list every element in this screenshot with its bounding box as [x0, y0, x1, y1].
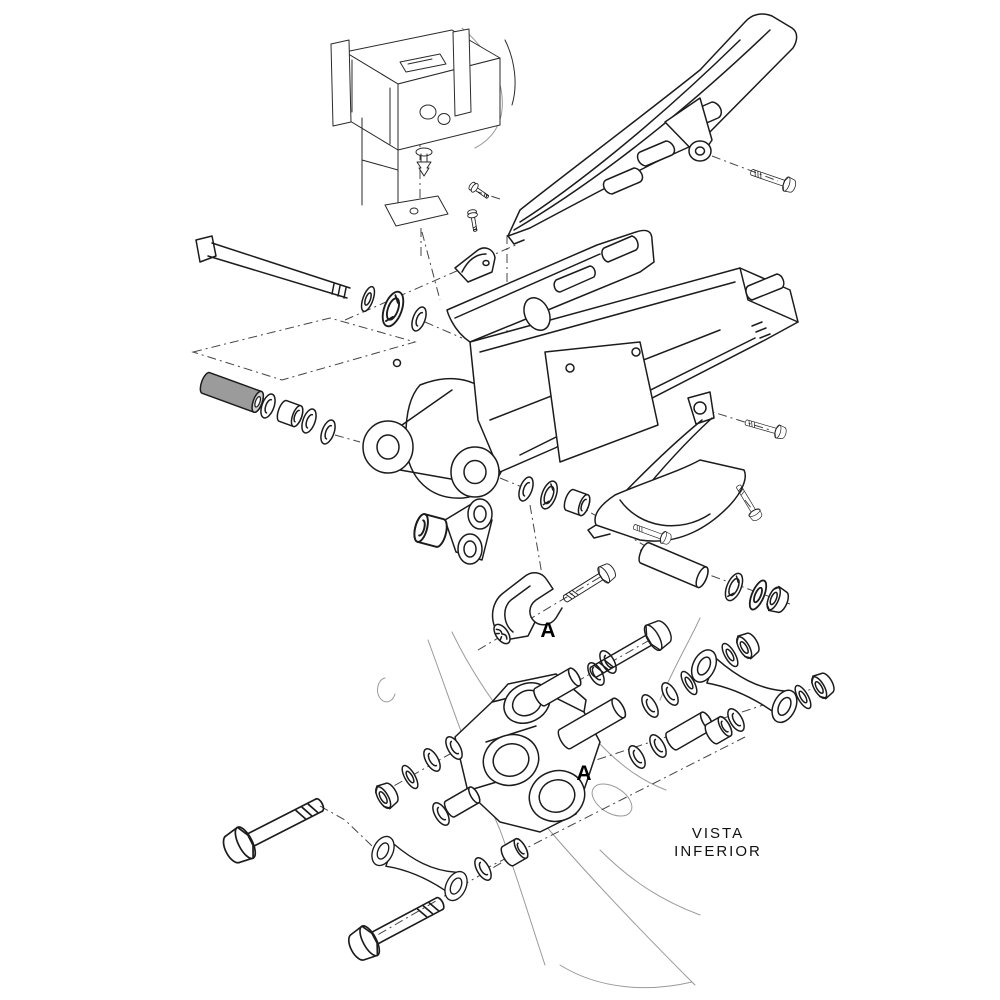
chain-slider	[587, 391, 746, 542]
pivot-bolt	[195, 235, 351, 299]
view-caption: VISTA INFERIOR	[674, 825, 762, 860]
caption-line1: VISTA	[692, 825, 744, 842]
callout-a-upper: A	[540, 619, 555, 642]
roller-bracket	[491, 572, 563, 641]
battery-box-bracket	[330, 28, 516, 227]
chain-guard	[507, 13, 798, 245]
swingarm	[362, 229, 799, 499]
callout-a-lower: A	[576, 762, 591, 785]
linkage-knuckle	[410, 498, 493, 565]
frame-ghost-outline	[377, 27, 701, 989]
caption-line2: INFERIOR	[674, 843, 762, 860]
cable-clamp	[454, 247, 496, 283]
push-rivet	[415, 147, 433, 177]
